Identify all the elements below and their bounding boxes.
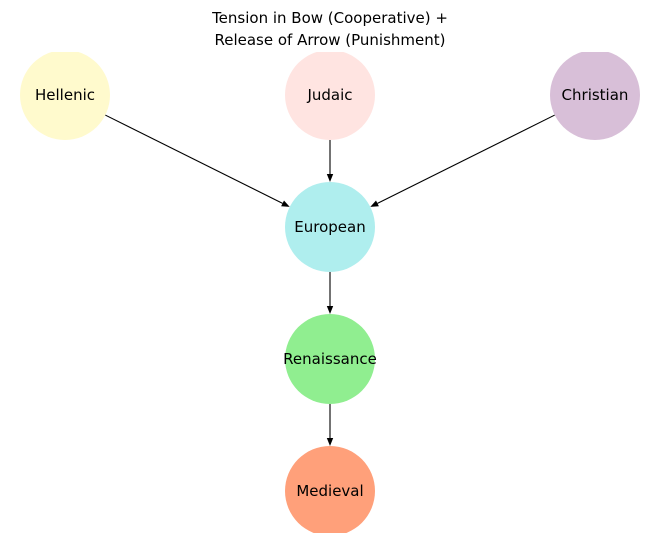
node-circle	[285, 446, 375, 533]
edge-arrowhead	[370, 200, 379, 207]
edges-layer	[105, 114, 555, 446]
edge-arrowhead	[326, 306, 334, 314]
node-label: European	[294, 218, 365, 236]
node-label: Renaissance	[283, 350, 377, 368]
node-circle	[285, 314, 375, 404]
node-judaic: Judaic	[285, 52, 375, 140]
node-hellenic: Hellenic	[20, 52, 110, 140]
node-label: Medieval	[296, 482, 363, 500]
node-medieval: Medieval	[285, 446, 375, 533]
node-christian: Christian	[550, 52, 640, 140]
node-circle	[285, 182, 375, 272]
node-label: Hellenic	[35, 86, 95, 104]
edge-judaic-european	[326, 140, 334, 182]
edge-line	[105, 114, 283, 204]
edge-renaissance-medieval	[326, 404, 334, 446]
edge-european-renaissance	[326, 272, 334, 314]
edge-arrowhead	[326, 174, 334, 182]
node-circle	[550, 52, 640, 140]
edge-arrowhead	[326, 438, 334, 446]
edge-christian-european	[370, 114, 555, 207]
node-label: Judaic	[306, 86, 352, 104]
title-line-1: Tension in Bow (Cooperative) +	[211, 9, 448, 27]
edge-line	[377, 114, 555, 204]
title-line-2: Release of Arrow (Punishment)	[214, 31, 445, 49]
diagram-title: Tension in Bow (Cooperative) + Release o…	[211, 9, 448, 49]
edge-arrowhead	[281, 200, 290, 207]
node-circle	[20, 52, 110, 140]
node-renaissance: Renaissance	[283, 314, 377, 404]
node-circle	[285, 52, 375, 140]
node-label: Christian	[562, 86, 629, 104]
node-european: European	[285, 182, 375, 272]
edge-hellenic-european	[105, 114, 290, 207]
nodes-layer: Hellenic Judaic ChristianEuropeanRenaissan…	[20, 52, 640, 533]
